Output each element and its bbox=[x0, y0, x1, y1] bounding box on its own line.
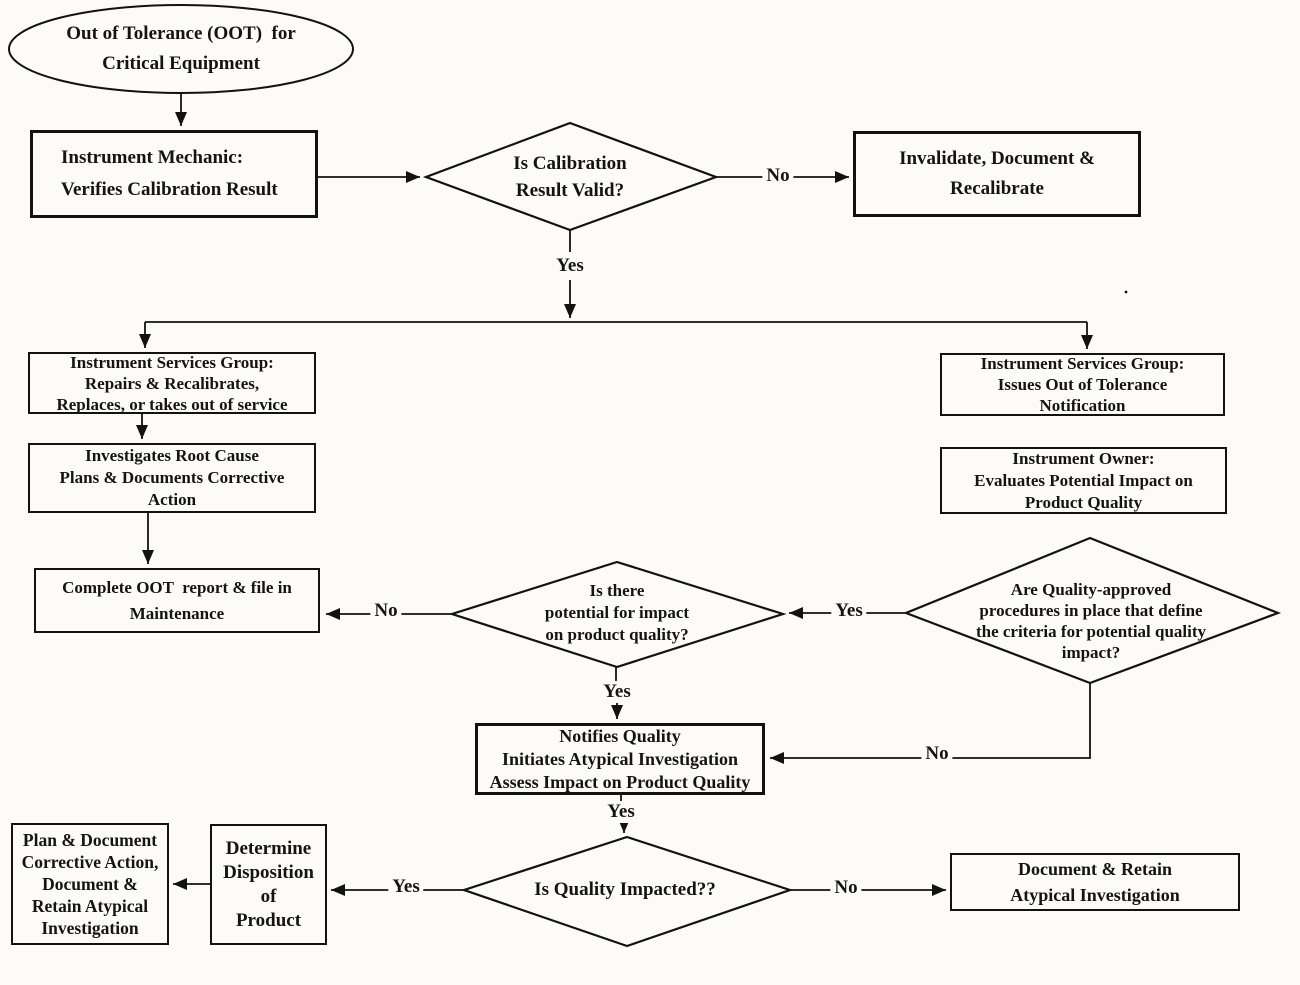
decision-impacted-shape bbox=[460, 835, 794, 948]
node-invalidate-recalibrate: Invalidate, Document & Recalibrate bbox=[853, 131, 1141, 217]
edge-label-procedures-no: No bbox=[921, 743, 953, 765]
edge-label-procedures-yes: Yes bbox=[831, 600, 867, 622]
node-isg-repairs: Instrument Services Group: Repairs & Rec… bbox=[28, 352, 316, 414]
node-isg-notification: Instrument Services Group: Issues Out of… bbox=[940, 353, 1225, 416]
stray-dot bbox=[1124, 290, 1128, 294]
edge-label-calibration-yes: Yes bbox=[552, 255, 588, 277]
decision-potential-impact: Is there potential for impact on product… bbox=[544, 581, 690, 644]
node-investigates-root-cause: Investigates Root Cause Plans & Document… bbox=[28, 443, 316, 513]
arrow-procedures-no-to-notifies bbox=[770, 683, 1091, 764]
decision-quality-procedures: Are Quality-approved procedures in place… bbox=[975, 580, 1207, 662]
node-instrument-owner: Instrument Owner: Evaluates Potential Im… bbox=[940, 447, 1227, 514]
start-oval-shape bbox=[8, 4, 354, 94]
node-determine-disposition: Determine Disposition of Product bbox=[210, 824, 327, 945]
edge-label-notifies-yes: Yes bbox=[603, 801, 639, 823]
edge-label-impacted-no: No bbox=[830, 877, 862, 899]
edge-label-impacted-yes: Yes bbox=[388, 876, 424, 898]
decision-is-quality-impacted: Is Quality Impacted?? bbox=[534, 879, 716, 900]
decision-impact-shape bbox=[448, 560, 787, 669]
node-instrument-mechanic: Instrument Mechanic: Verifies Calibratio… bbox=[30, 130, 318, 218]
node-notifies-quality: Notifies Quality Initiates Atypical Inve… bbox=[475, 723, 765, 795]
start-oval: Out of Tolerance (OOT) for Critical Equi… bbox=[66, 23, 296, 74]
node-document-retain: Document & Retain Atypical Investigation bbox=[950, 853, 1240, 911]
node-complete-oot-report: Complete OOT report & file in Maintenanc… bbox=[34, 568, 320, 633]
edge-label-calibration-no: No bbox=[762, 165, 794, 187]
edge-label-impact-yes: Yes bbox=[599, 681, 635, 703]
decision-is-calibration-valid: Is Calibration Result Valid? bbox=[513, 153, 627, 201]
edge-label-impact-no: No bbox=[370, 600, 402, 622]
node-plan-document-corrective: Plan & Document Corrective Action, Docum… bbox=[11, 823, 169, 945]
